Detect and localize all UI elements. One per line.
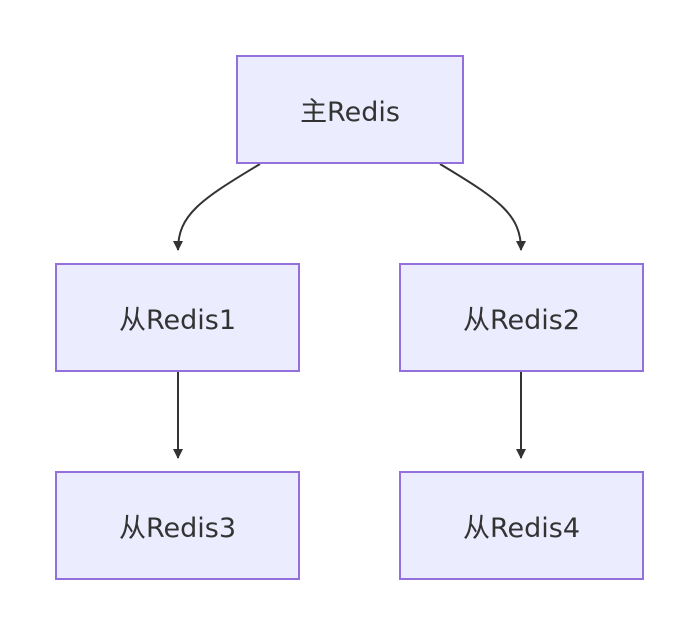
node-slave-redis-4: 从Redis4: [399, 471, 644, 580]
node-label: 从Redis1: [118, 305, 237, 336]
node-master-redis: 主Redis: [236, 55, 464, 164]
edge-master-slave2: [439, 163, 526, 251]
node-label: 从Redis2: [462, 305, 581, 336]
node-slave-redis-3: 从Redis3: [55, 471, 300, 580]
node-label: 从Redis3: [118, 513, 237, 544]
node-slave-redis-1: 从Redis1: [55, 263, 300, 372]
node-slave-redis-2: 从Redis2: [399, 263, 644, 372]
edge-master-slave1: [173, 163, 261, 251]
node-label: 主Redis: [300, 97, 400, 128]
node-label: 从Redis4: [462, 513, 581, 544]
